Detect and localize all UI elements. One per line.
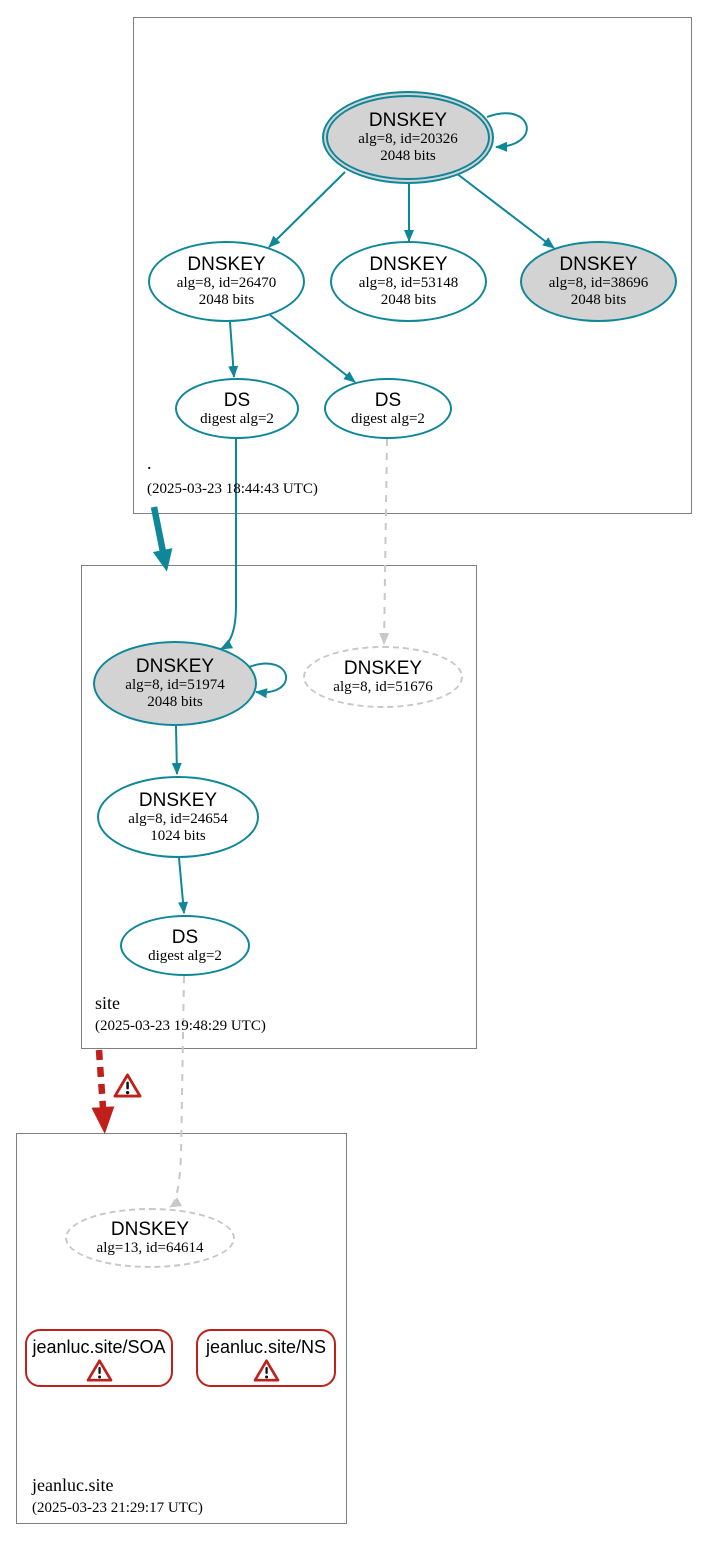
dnskey-detail: alg=8, id=20326: [358, 131, 458, 147]
zone-name-root: .: [147, 453, 152, 473]
ds-detail: digest alg=2: [148, 947, 222, 964]
edge-ds2-to-site-dnskey51676: [379, 438, 390, 645]
dnskey-detail: alg=13, id=64614: [96, 1240, 204, 1256]
dnskey-detail: alg=8, id=51974: [125, 677, 225, 693]
edge-site-zsk24654-to-ds: [178, 857, 188, 914]
node-site-ksk-51974: DNSKEY alg=8, id=51974 2048 bits: [93, 641, 257, 726]
node-root-ksk-20326: DNSKEY alg=8, id=20326 2048 bits: [322, 91, 494, 184]
dnskey-detail: 2048 bits: [380, 292, 437, 308]
ds-title: DS: [374, 389, 402, 411]
dnskey-detail: 2048 bits: [570, 292, 627, 308]
zone-box-site: [81, 565, 477, 1049]
dnskey-title: DNSKEY: [110, 1219, 190, 1240]
node-root-ksk-20326-inner: DNSKEY alg=8, id=20326 2048 bits: [326, 95, 490, 180]
dnskey-detail: 2048 bits: [198, 292, 255, 308]
node-site-dnskey-51676: DNSKEY alg=8, id=51676: [303, 646, 463, 708]
edge-ds1-to-site-ksk51974: [220, 439, 237, 650]
dnskey-title: DNSKEY: [368, 110, 448, 131]
warning-icon: [86, 1358, 112, 1382]
edge-root-zone-to-site-zone-secure-delegation: [150, 506, 173, 572]
dnskey-title: DNSKEY: [559, 254, 638, 275]
edge-root-ksk-to-zsk26470: [268, 171, 346, 248]
zone-timestamp-site: (2025-03-23 19:48:29 UTC): [95, 1018, 266, 1034]
dnskey-detail: 2048 bits: [380, 148, 436, 164]
warning-icon: [113, 1073, 142, 1098]
zone-name-site: site: [95, 993, 120, 1013]
node-jeanluc-soa: jeanluc.site/SOA: [25, 1329, 173, 1387]
rrset-title: jeanluc.site/NS: [205, 1336, 327, 1357]
edge-root-ksk-to-ksk38696: [455, 172, 555, 249]
dnskey-detail: alg=8, id=24654: [128, 810, 228, 827]
edge-zsk26470-to-ds1: [228, 321, 239, 378]
dnskey-detail: 1024 bits: [150, 827, 206, 844]
edge-root-ksk-selfloop: [486, 112, 528, 152]
zone-name-jeanluc-site: jeanluc.site: [32, 1475, 114, 1495]
edge-site-ksk-selfloop: [248, 662, 287, 699]
node-site-ds: DS digest alg=2: [120, 915, 250, 976]
dnskey-title: DNSKEY: [135, 656, 215, 677]
dnskey-detail: alg=8, id=51676: [333, 679, 433, 695]
node-jeanluc-dnskey-64614: DNSKEY alg=13, id=64614: [65, 1208, 235, 1268]
dnskey-detail: alg=8, id=53148: [358, 275, 459, 291]
dnskey-detail: alg=8, id=38696: [548, 275, 649, 291]
node-root-zsk-53148: DNSKEY alg=8, id=53148 2048 bits: [330, 241, 487, 322]
node-root-ds-1: DS digest alg=2: [175, 378, 299, 439]
edge-zsk26470-to-ds2: [269, 314, 356, 383]
warning-icon: [253, 1358, 279, 1382]
rrset-title: jeanluc.site/SOA: [32, 1336, 166, 1357]
dnskey-detail: alg=8, id=26470: [176, 275, 277, 291]
dnskey-title: DNSKEY: [369, 254, 448, 275]
dnskey-title: DNSKEY: [138, 789, 218, 811]
dnskey-title: DNSKEY: [343, 658, 423, 679]
node-root-ds-2: DS digest alg=2: [324, 378, 452, 439]
ds-detail: digest alg=2: [351, 410, 425, 427]
node-site-zsk-24654: DNSKEY alg=8, id=24654 1024 bits: [97, 776, 259, 858]
zone-timestamp-jeanluc-site: (2025-03-23 21:29:17 UTC): [32, 1500, 203, 1516]
edge-site-ds-to-jeanluc-dnskey64614: [169, 975, 185, 1208]
node-root-zsk-26470: DNSKEY alg=8, id=26470 2048 bits: [148, 241, 305, 322]
dnskey-detail: 2048 bits: [147, 694, 203, 710]
dnskey-title: DNSKEY: [187, 254, 266, 275]
node-root-ksk-38696: DNSKEY alg=8, id=38696 2048 bits: [520, 241, 677, 322]
ds-title: DS: [223, 389, 251, 411]
zone-timestamp-root: (2025-03-23 18:44:43 UTC): [147, 481, 318, 497]
edge-site-zone-to-jeanluc-zone-bogus-delegation: [91, 1049, 115, 1134]
node-jeanluc-ns: jeanluc.site/NS: [196, 1329, 336, 1387]
ds-title: DS: [171, 926, 199, 948]
ds-detail: digest alg=2: [200, 410, 274, 427]
zone-box-root: [133, 17, 692, 514]
edge-site-ksk-to-zsk24654: [171, 725, 182, 775]
